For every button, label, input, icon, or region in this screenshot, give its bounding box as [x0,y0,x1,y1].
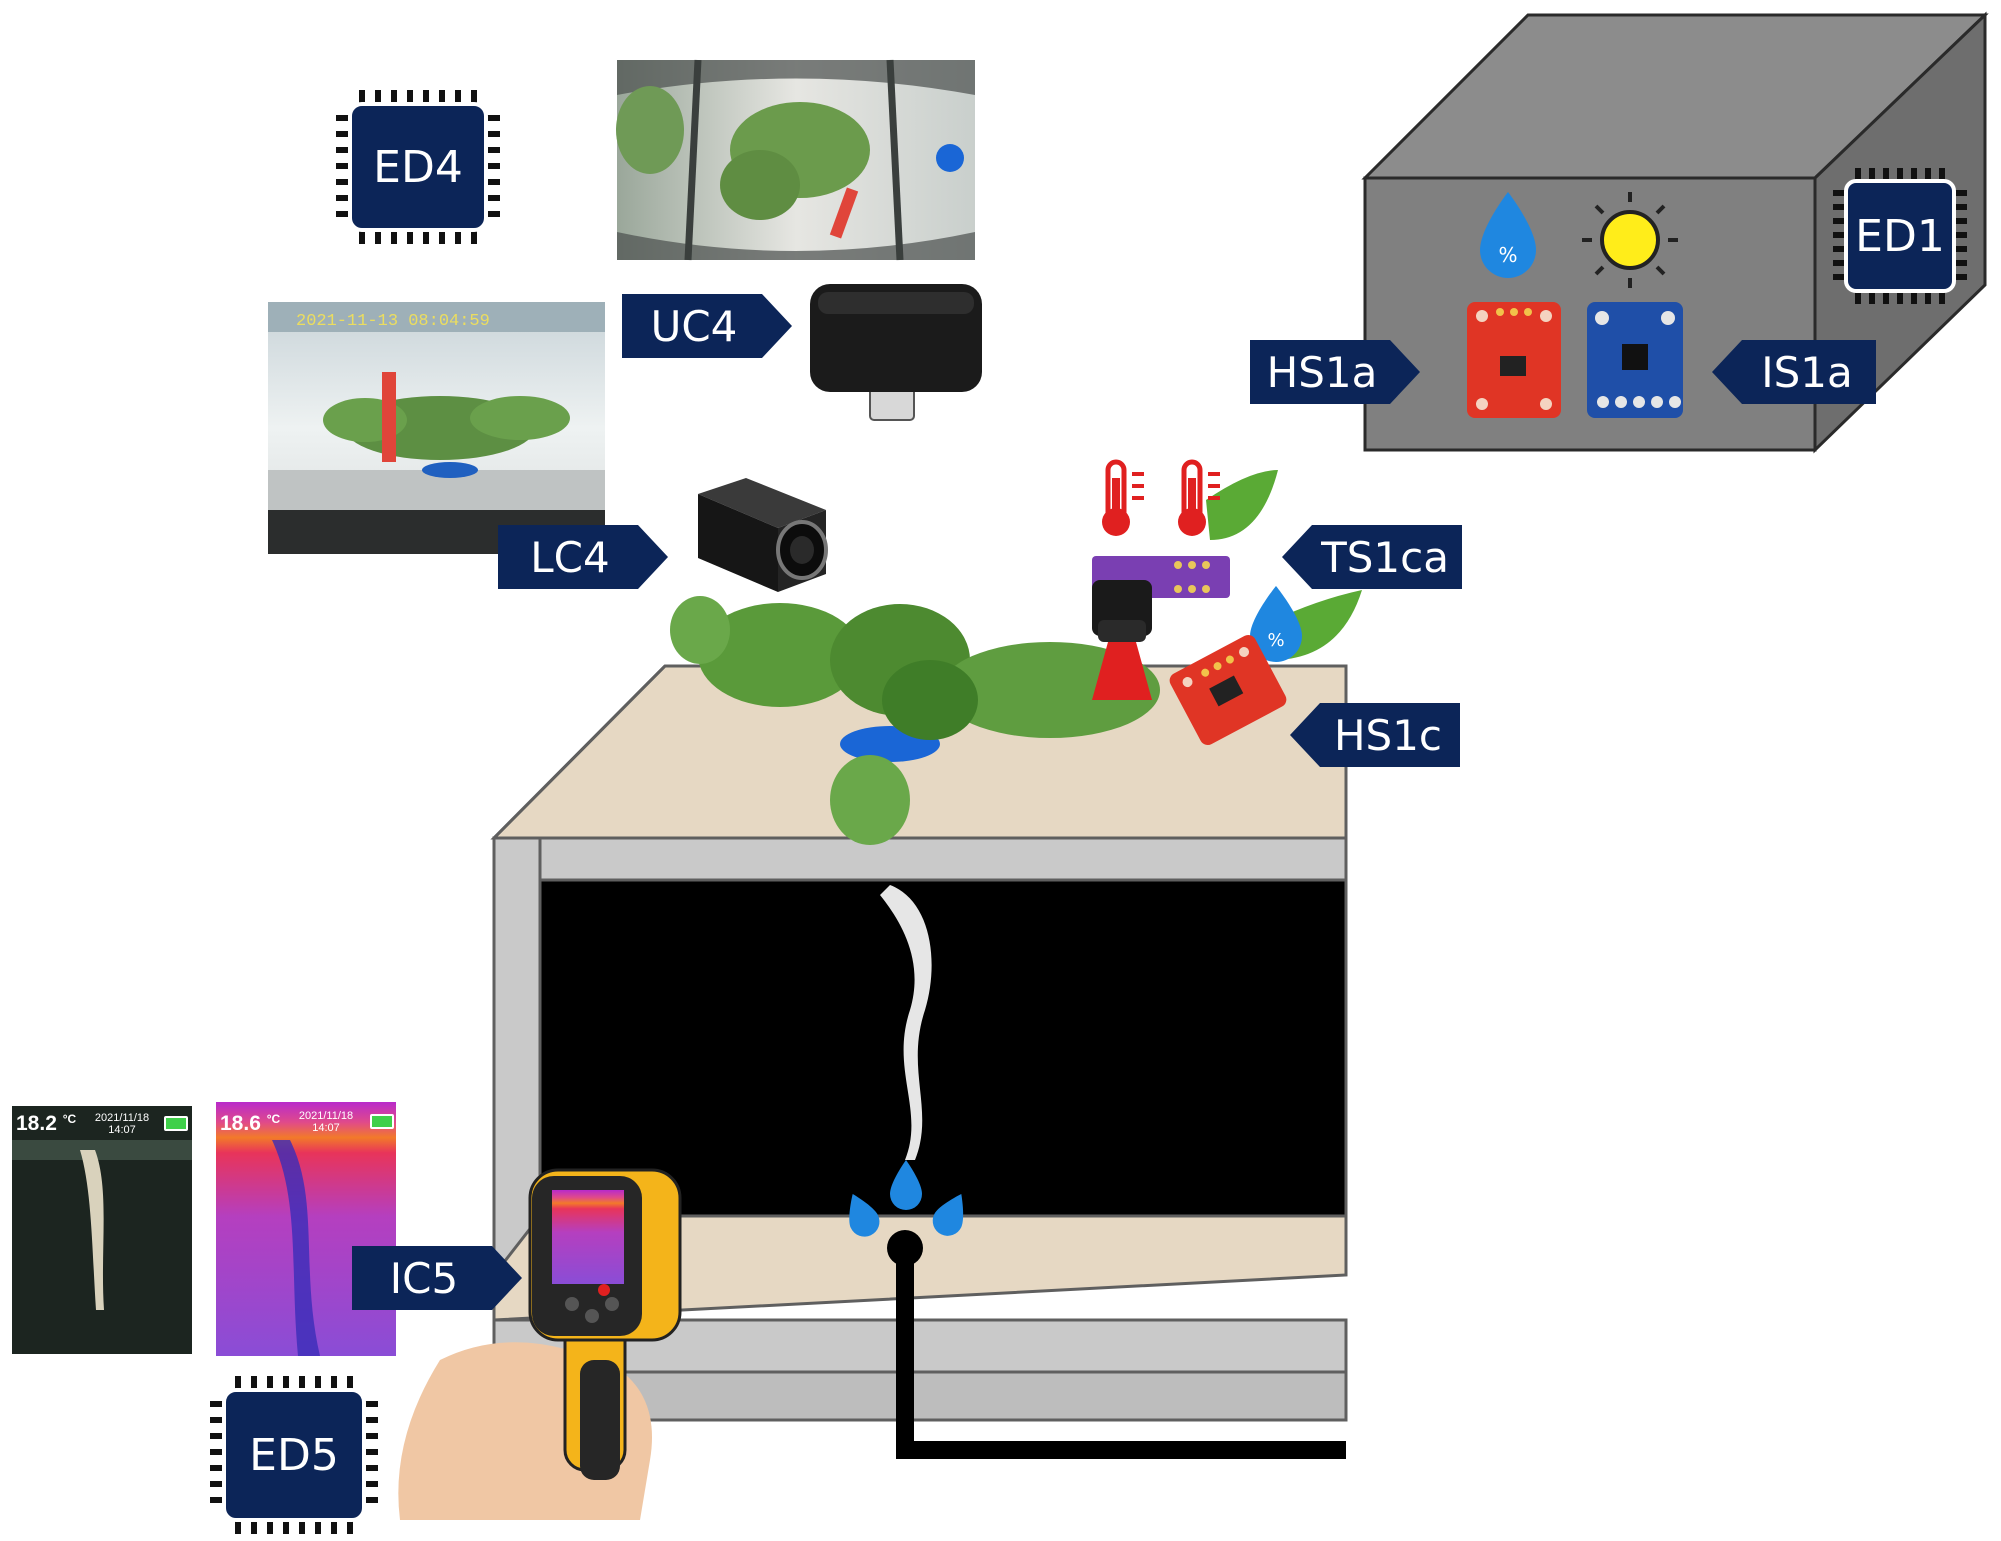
is1a-tag: IS1a [1712,340,1876,404]
top-view-camera-photo [616,59,975,261]
ed5-chip-icon [210,1376,378,1534]
is1a-sensor-board [1587,302,1683,418]
humidity-drop-icon: % [1480,192,1536,278]
ed1-chip-icon [1833,168,1967,304]
hs1c-tag: HS1c [1290,703,1460,767]
ed1-label: ED1 [1855,210,1945,262]
ts1ca-tag: TS1ca [1282,525,1462,589]
ts1ca-thermal-sensor [1092,556,1230,700]
hs1c-sensor-board [1169,634,1287,746]
lc4-tag: LC4 [498,525,668,589]
uc4-tag: UC4 [622,294,792,358]
ed4-chip-icon [336,90,500,244]
water-drop-icon [849,1160,964,1237]
hydroponic-frame [490,664,1348,1422]
ic5-tag: IC5 [352,1246,522,1310]
hs1a-sensor-board [1467,302,1561,418]
lettuce-plant [670,596,1160,845]
lateral-photo-timestamp: 2021-11-13 08:04:59 [296,312,490,331]
usb-camera-icon [810,284,982,421]
lateral-camera-icon [698,478,828,592]
thermal-root-photo [216,1102,396,1356]
thermal-camera-icon [398,1168,682,1520]
svg-text:%: % [1498,243,1517,267]
battery-icon [370,1114,394,1129]
svg-text:%: % [1267,630,1284,651]
thermometer-icon [1102,459,1144,536]
visible-root-photo [12,1106,192,1354]
humidity-leaf-icon: % [1250,586,1362,662]
lateral-camera-photo [268,302,605,554]
thermal-photo-temperature: 18.6 °C [220,1112,281,1135]
hs1a-tag: HS1a [1250,340,1420,404]
thermometer-leaf-icon [1178,459,1278,540]
ed5-label: ED5 [249,1429,339,1481]
sun-icon [1582,192,1678,288]
battery-icon [164,1116,188,1131]
visible-photo-temperature: 18.2 °C [16,1112,77,1135]
ed4-label: ED4 [373,141,463,193]
water-pipe [887,1230,1346,1459]
plant-roots [880,885,932,1160]
